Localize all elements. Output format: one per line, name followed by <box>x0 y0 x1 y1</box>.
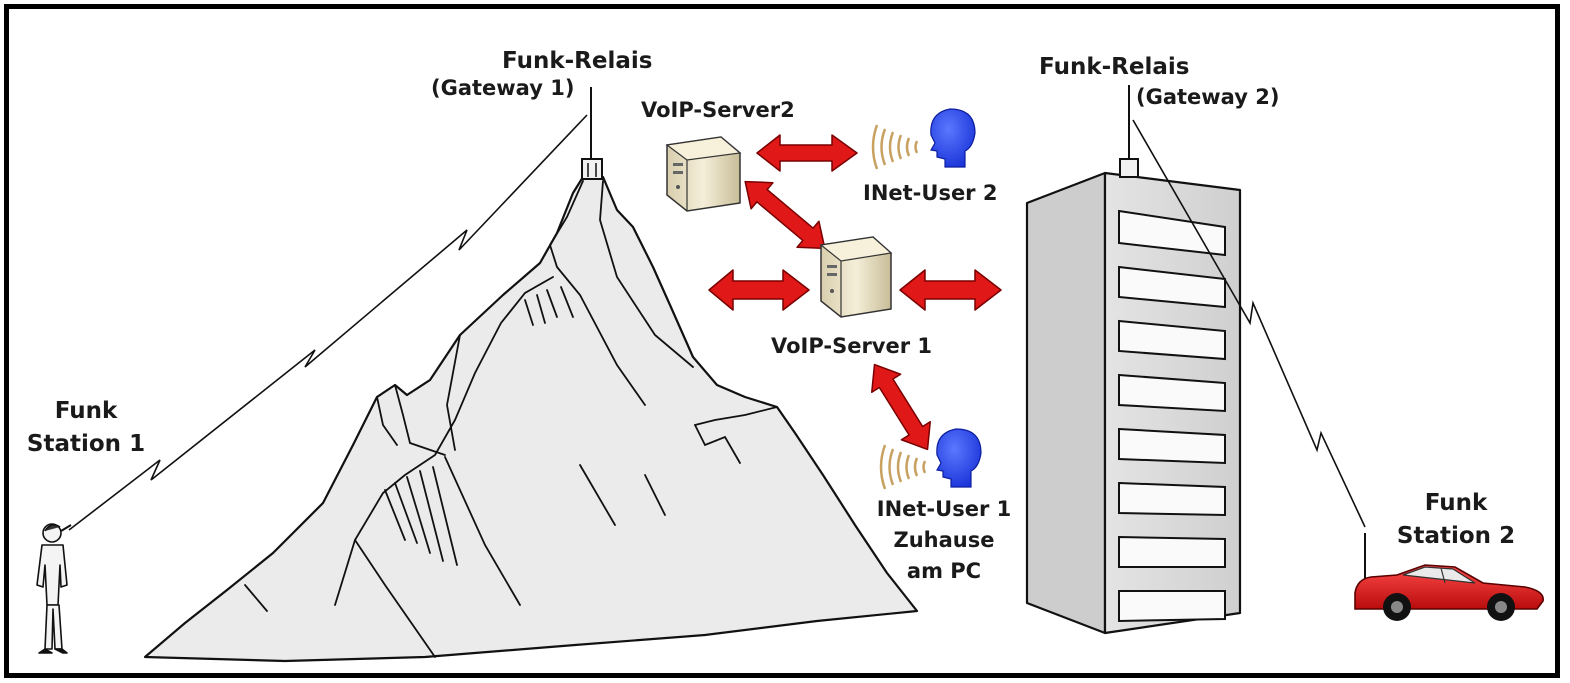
arrow-server1-user1 <box>870 363 932 451</box>
station2-line2: Station 2 <box>1396 523 1516 549</box>
station2-label: Funk Station 2 <box>1381 487 1531 553</box>
relay2-sub: (Gateway 2) <box>1136 85 1280 109</box>
connection-arrows <box>708 134 1002 451</box>
diagram-frame: Funk-Relais (Gateway 1) Funk-Relais (Gat… <box>4 4 1560 678</box>
inet-user2-label: INet-User 2 <box>863 181 998 205</box>
server1-label: VoIP-Server 1 <box>771 334 933 358</box>
arrow-server2-user2 <box>756 134 858 172</box>
station1-line1: Funk <box>54 398 118 424</box>
building-icon <box>1025 171 1242 635</box>
inet-user1-line1: INet-User 1 <box>876 497 1012 521</box>
diagram-canvas <box>36 85 1544 663</box>
station1-line2: Station 1 <box>26 431 146 457</box>
server-icon <box>665 136 742 212</box>
person-icon <box>36 523 72 654</box>
radio-link-1 <box>68 114 588 531</box>
relay2-title: Funk-Relais <box>1039 54 1190 80</box>
inet-user1-line3: am PC <box>906 559 982 583</box>
arrow-server1-gateway1 <box>708 269 810 311</box>
car-icon <box>1354 533 1544 621</box>
arrow-server1-gateway2 <box>899 269 1002 311</box>
user-head-icon <box>871 108 976 170</box>
station2-line1: Funk <box>1424 490 1488 516</box>
station1-label: Funk Station 1 <box>21 395 151 461</box>
server-icon <box>819 236 893 318</box>
user-head-icon <box>879 428 982 490</box>
inet-user1-label: INet-User 1 Zuhause am PC <box>869 494 1019 587</box>
server2-label: VoIP-Server2 <box>641 98 795 122</box>
antenna-icon <box>581 87 603 180</box>
relay1-sub: (Gateway 1) <box>431 76 575 100</box>
relay1-title: Funk-Relais <box>502 48 653 74</box>
inet-user1-line2: Zuhause <box>893 528 995 552</box>
mountain-icon <box>143 175 919 663</box>
antenna-icon <box>1119 85 1139 178</box>
radio-link-2 <box>1132 119 1366 528</box>
